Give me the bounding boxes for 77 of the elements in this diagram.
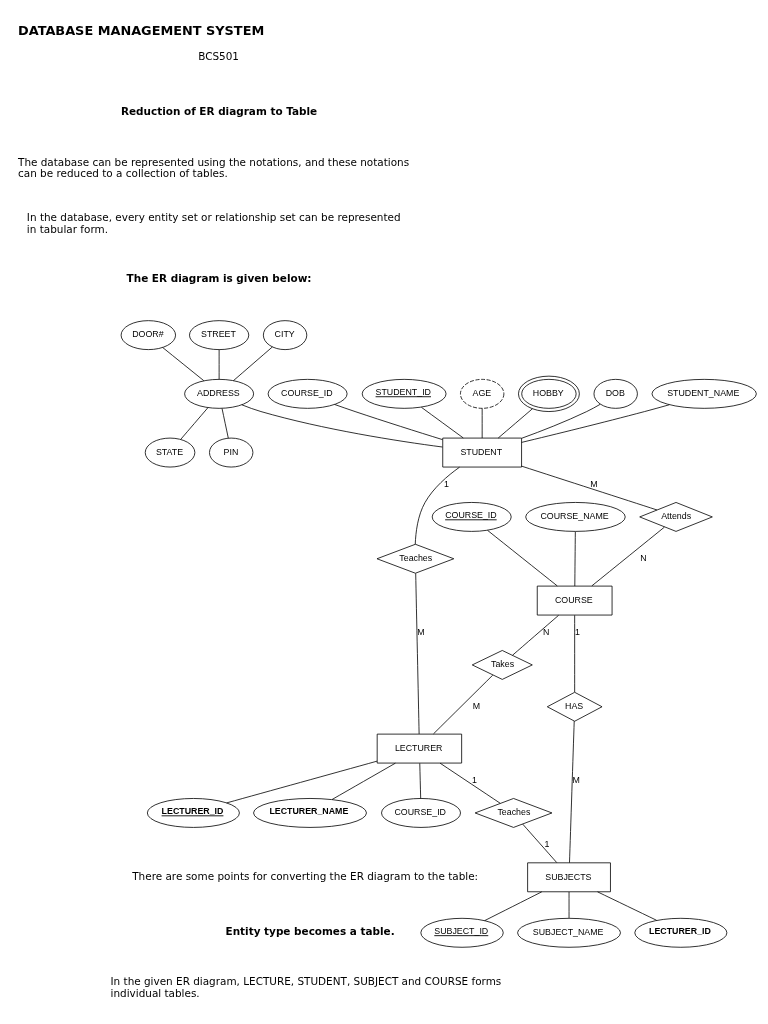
node-ellipse: SUBJECT_ID	[420, 917, 504, 948]
edge-label: N	[542, 626, 550, 637]
node-ellipse: STATE	[144, 437, 196, 467]
connector	[512, 614, 559, 656]
node-ellipse: COURSE_ID	[267, 378, 348, 409]
connector	[439, 762, 501, 804]
edge-label: M	[590, 478, 598, 489]
node-ellipse: LECTURER_ID	[634, 917, 728, 948]
connector	[226, 760, 378, 803]
edge-label: 1	[443, 478, 449, 489]
edge-label: M	[572, 774, 580, 785]
edge-label: 1	[472, 774, 477, 785]
node-box: COURSE	[536, 585, 613, 615]
label: Entity type becomes a table.	[225, 924, 395, 937]
connector	[521, 403, 670, 443]
node-diamond: Takes	[471, 649, 533, 680]
edge-label: M	[472, 700, 481, 711]
connector	[419, 762, 422, 799]
node-ellipse: AGE	[460, 378, 505, 409]
connector	[521, 403, 601, 439]
connector	[334, 403, 443, 440]
node-ellipse: STUDENT_ID	[361, 378, 447, 409]
node-ellipse: STUDENT_NAME	[651, 378, 757, 409]
node-ellipse: LECTURER_NAME	[253, 797, 367, 828]
connector	[241, 403, 443, 447]
connector	[421, 406, 464, 438]
node-diamond: HAS	[546, 691, 603, 722]
node-ellipse: DOOR#	[120, 319, 176, 350]
connector	[331, 762, 396, 800]
connector	[162, 346, 205, 381]
node-ellipse: ADDRESS	[184, 378, 254, 409]
node-ellipse: COURSE_ID	[431, 501, 512, 532]
node-ellipse: SUBJECT_NAME	[517, 917, 621, 948]
node-ellipse: PIN	[209, 437, 254, 467]
node-diamond: Attends	[639, 501, 713, 532]
connector	[221, 407, 229, 438]
edge-label: 1	[544, 838, 550, 849]
node-ellipse: COURSE_NAME	[525, 501, 626, 532]
node-diamond: Teaches	[474, 797, 553, 828]
connector	[574, 530, 576, 586]
node-ellipse: CITY	[262, 319, 308, 350]
diagram-title: DATABASE MANAGEMENT SYSTEM	[18, 22, 265, 38]
node-ellipse: COURSE_ID	[381, 797, 461, 828]
node-ellipse: STREET	[189, 319, 250, 350]
connector	[568, 891, 570, 918]
edge-label: M	[417, 626, 425, 637]
node-box: SUBJECTS	[527, 861, 611, 892]
node-box: STUDENT	[442, 437, 522, 467]
node-ellipse: LECTURER_ID	[146, 797, 240, 828]
label: Reduction of ER diagram to Table	[120, 104, 318, 117]
edge-label: N	[640, 552, 647, 563]
label: In the given ER diagram, LECTURE, STUDENT, SUBJECT and COURSE forms individual tables.	[110, 974, 502, 999]
label: The ER diagram is given below:	[126, 271, 312, 284]
label: BCS501	[198, 49, 240, 62]
label: The database can be represented using the notations, and these notations can be reduced to a collection of tables.	[18, 155, 410, 179]
connector	[233, 346, 273, 381]
connector	[497, 407, 533, 438]
connector	[415, 572, 420, 734]
connector	[569, 720, 575, 863]
connector	[218, 348, 220, 380]
label: There are some points for converting the ER diagram to the table:	[132, 869, 479, 882]
connector	[521, 465, 658, 510]
edge-label: 1	[575, 626, 580, 637]
label: In the database, every entity set or relationship set can be represented in tabular form.	[26, 210, 401, 234]
node-ellipse: DOB	[593, 378, 638, 409]
connector	[180, 406, 209, 440]
connector	[574, 614, 576, 692]
connector	[484, 890, 543, 921]
connector	[597, 890, 657, 921]
connector	[433, 674, 494, 734]
connector	[487, 529, 558, 586]
node-diamond: Teaches	[376, 543, 455, 574]
connector	[414, 466, 460, 545]
connector	[481, 407, 483, 438]
connector	[522, 823, 558, 863]
connector	[591, 526, 665, 586]
node-box: LECTURER	[376, 733, 463, 763]
